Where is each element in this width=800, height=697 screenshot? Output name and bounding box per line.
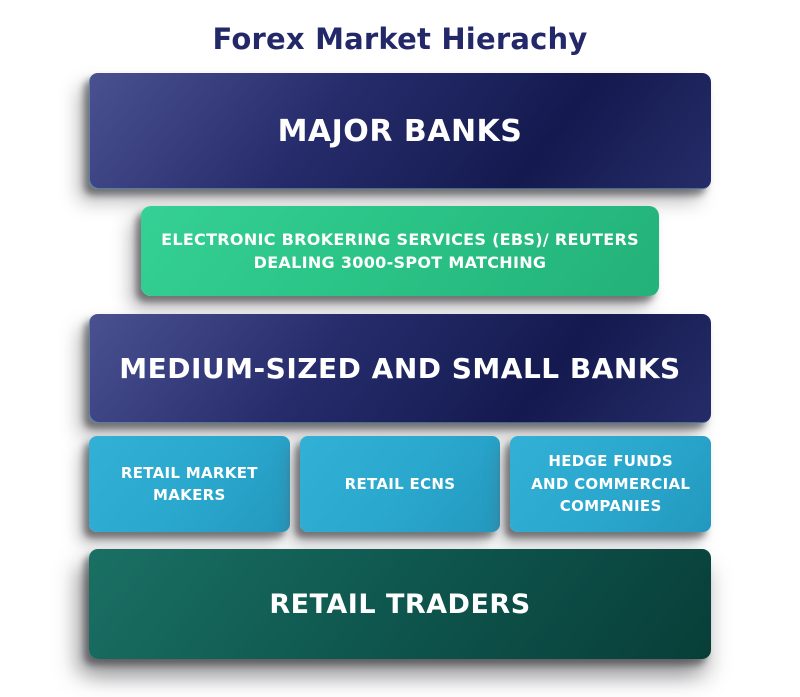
level-medium-small-banks: MEDIUM-SIZED AND SMALL BANKS [89, 314, 711, 423]
level-ebs-reuters: ELECTRONIC BROKERING SERVICES (EBS)/ REU… [141, 206, 659, 296]
hierarchy-stack: MAJOR BANKS ELECTRONIC BROKERING SERVICE… [89, 73, 712, 659]
level-major-banks: MAJOR BANKS [89, 73, 711, 189]
cell-hedge-funds-commercial-label: HEDGE FUNDS AND COMMERCIAL COMPANIES [531, 452, 691, 516]
cell-hedge-funds-commercial: HEDGE FUNDS AND COMMERCIAL COMPANIES [510, 436, 712, 532]
level-major-banks-label: MAJOR BANKS [277, 113, 523, 149]
diagram-title: Forex Market Hierachy [212, 22, 588, 56]
cell-retail-ecns-label: RETAIL ECNS [344, 474, 456, 493]
cell-retail-ecns: RETAIL ECNS [299, 436, 501, 532]
level-retail-intermediaries: RETAIL MARKET MAKERS RETAIL ECNS HEDGE F… [89, 436, 712, 532]
level-ebs-reuters-label: ELECTRONIC BROKERING SERVICES (EBS)/ REU… [161, 229, 639, 272]
level-retail-traders-label: RETAIL TRADERS [269, 588, 531, 620]
level-medium-small-banks-label: MEDIUM-SIZED AND SMALL BANKS [119, 352, 681, 385]
level-retail-traders: RETAIL TRADERS [89, 549, 711, 659]
cell-retail-market-makers-label: RETAIL MARKET MAKERS [120, 463, 258, 505]
cell-retail-market-makers: RETAIL MARKET MAKERS [89, 436, 290, 532]
